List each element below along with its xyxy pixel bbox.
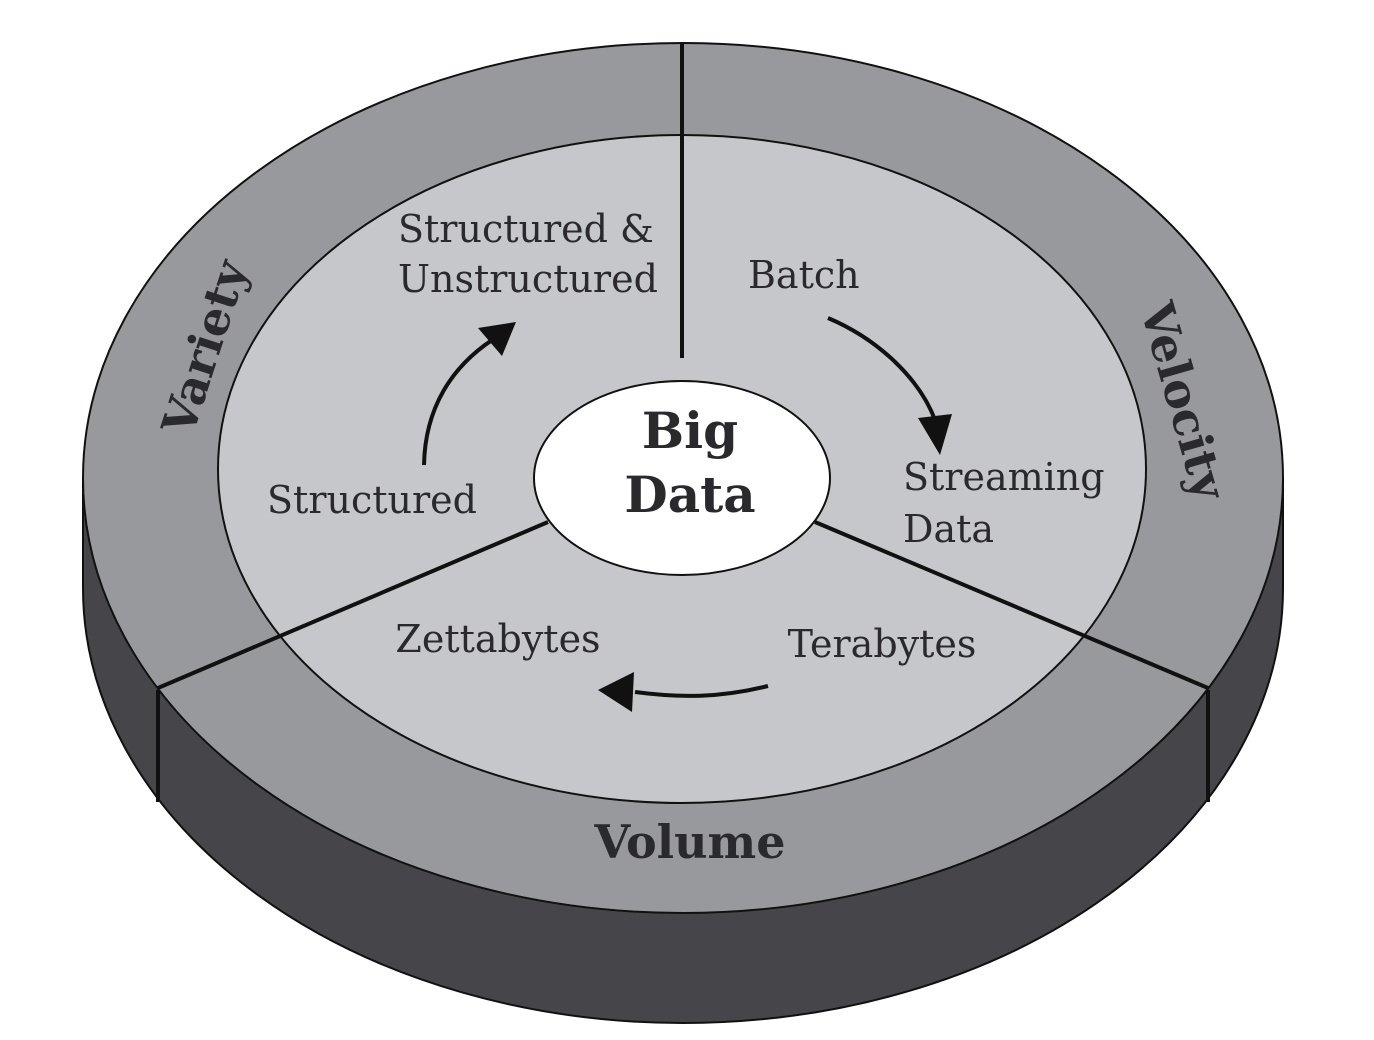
velocity-to-line1: Streaming <box>903 455 1105 499</box>
variety-arrow-icon <box>422 332 505 466</box>
velocity-to-line2: Data <box>903 507 994 551</box>
velocity-from: Batch <box>748 253 860 297</box>
center-line2: Data <box>624 465 755 524</box>
center-line1: Big <box>642 401 738 460</box>
velocity-arrow-icon <box>827 316 937 421</box>
volume-to: Zettabytes <box>395 617 600 661</box>
variety-to-line1: Structured & <box>398 207 654 251</box>
volume-arrow-icon <box>634 684 769 698</box>
divider-left <box>157 520 549 690</box>
divider-right <box>814 520 1209 690</box>
variety-to-line2: Unstructured <box>398 257 658 301</box>
variety-from: Structured <box>267 478 477 522</box>
volume-from: Terabytes <box>788 622 977 666</box>
volume-label: Volume <box>593 815 785 869</box>
center-ellipse <box>533 380 831 576</box>
